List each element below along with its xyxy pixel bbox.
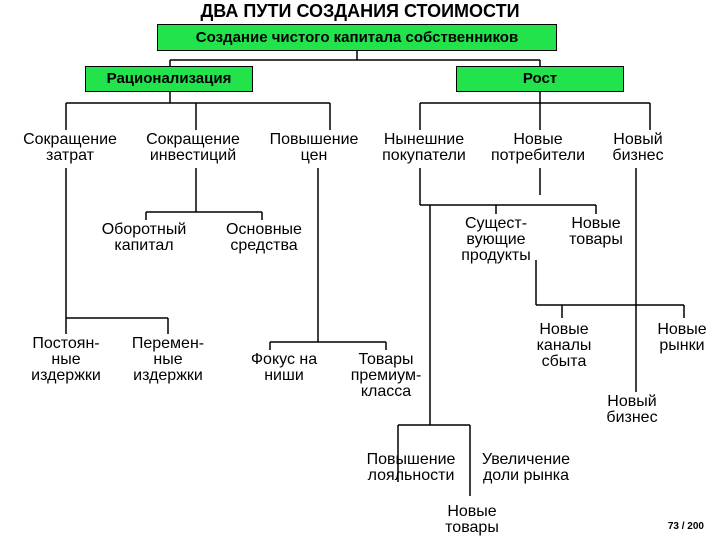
new-business-node: Новый бизнес xyxy=(612,131,664,164)
new-markets-node: Новые рынки xyxy=(657,321,707,354)
new-goods-node: Новые товары xyxy=(445,503,499,536)
page-title: ДВА ПУТИ СОЗДАНИЯ СТОИМОСТИ xyxy=(200,1,520,21)
new-channels-node: Новые каналы сбыта xyxy=(536,321,592,370)
current-buyers-node: Нынешние покупатели xyxy=(382,131,466,164)
growth-box: Рост xyxy=(456,66,624,92)
growth-label: Рост xyxy=(522,70,558,87)
price-up-node: Повышение цен xyxy=(269,131,359,164)
premium-goods-node: Товары премиум- класса xyxy=(350,351,422,400)
market-share-up-node: Увеличение доли рынка xyxy=(481,451,571,484)
new-consumers-node: Новые потребители xyxy=(490,131,586,164)
fixed-costs-node: Постоян- ные издержки xyxy=(31,335,101,384)
fixed-assets-node: Основные средства xyxy=(226,221,302,254)
existing-products-node: Сущест- вующие продукты xyxy=(461,215,531,264)
new-products-node: Новые товары xyxy=(569,215,623,248)
rationalization-label: Рационализация xyxy=(106,70,232,87)
root-label: Создание чистого капитала собственников xyxy=(195,29,519,46)
root-box: Создание чистого капитала собственников xyxy=(157,24,557,51)
niche-focus-node: Фокус на ниши xyxy=(250,351,318,384)
rationalization-box: Рационализация xyxy=(85,66,253,92)
loyalty-up-node: Повышение лояльности xyxy=(366,451,456,484)
new-business-level4-node: Новый бизнес xyxy=(606,393,658,426)
cost-cut-node: Сокращение затрат xyxy=(23,131,117,164)
investment-cut-node: Сокращение инвестиций xyxy=(146,131,240,164)
page-number: 73 / 200 xyxy=(667,521,704,532)
working-capital-node: Оборотный капитал xyxy=(101,221,187,254)
variable-costs-node: Перемен- ные издержки xyxy=(131,335,205,384)
